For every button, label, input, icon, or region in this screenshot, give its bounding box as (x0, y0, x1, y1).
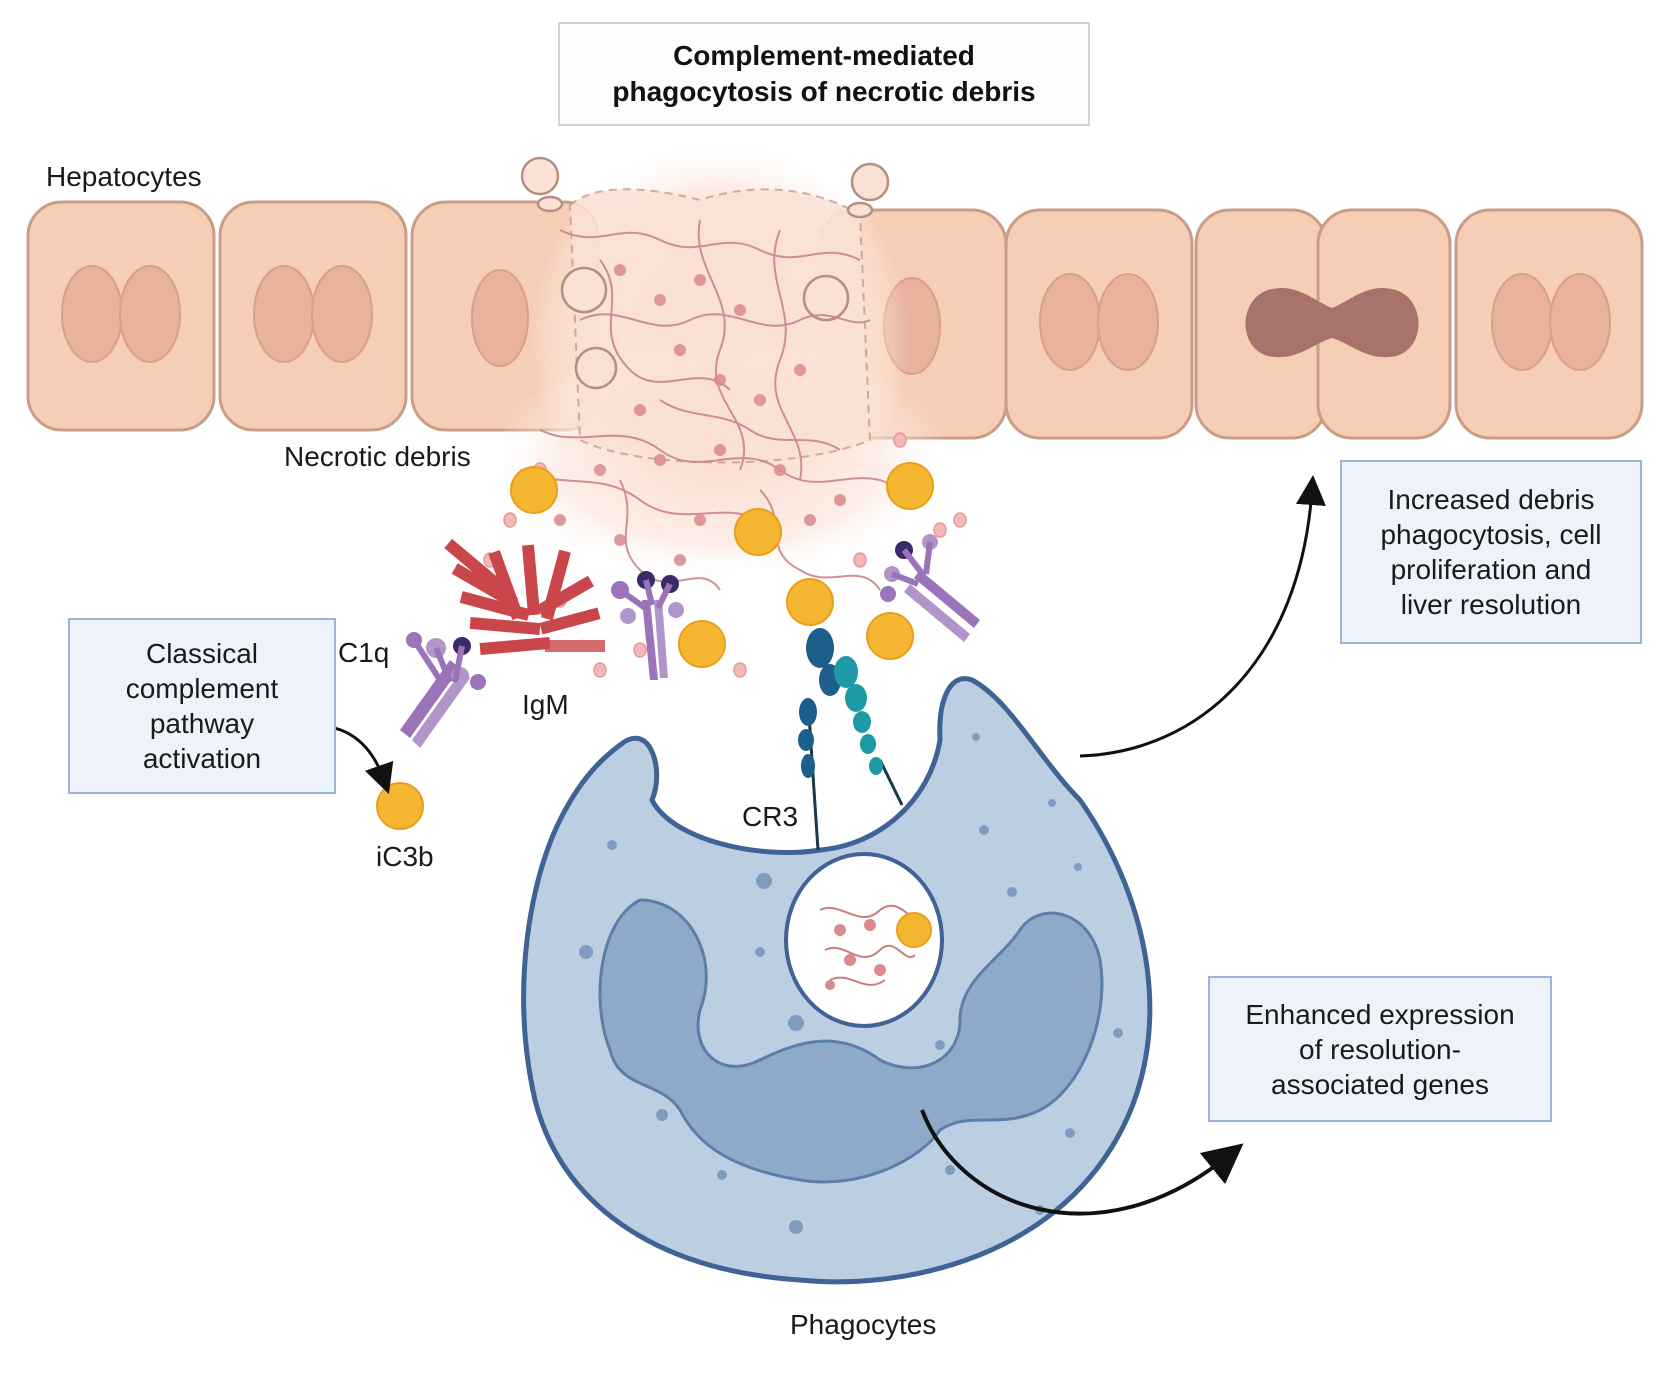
nucleus (311, 265, 373, 363)
c1q-molecule (611, 571, 684, 680)
ic3b-particle (866, 612, 914, 660)
label-necrotic-debris: Necrotic debris (284, 441, 471, 472)
phagosome (784, 852, 944, 1028)
nucleus (253, 265, 315, 363)
label-igm: IgM (522, 689, 569, 720)
membrane-bleb (802, 274, 850, 322)
membrane-bleb (850, 162, 890, 202)
nucleus (61, 265, 123, 363)
label-ic3b: iC3b (376, 841, 434, 872)
nucleus (1549, 273, 1611, 371)
gene-expression-arrow (920, 1109, 1244, 1216)
cytoplasm-granules (579, 733, 1123, 1234)
diagram-title: Complement-mediated phagocytosis of necr… (558, 22, 1090, 126)
ic3b-particle (376, 782, 424, 830)
dividing-nucleus (1245, 287, 1419, 358)
necrotic-debris-region (483, 130, 967, 678)
ic3b-particle (678, 620, 726, 668)
igm-molecule (444, 538, 605, 656)
membrane-bleb (520, 156, 560, 196)
membrane-bleb (560, 266, 608, 314)
membrane-bleb (574, 346, 618, 390)
membrane-bleb (536, 195, 564, 213)
nucleus (119, 265, 181, 363)
label-cr3: CR3 (742, 801, 799, 832)
c1q-molecule (400, 632, 486, 748)
classical-pathway-box: Classical complement pathway activation (68, 618, 336, 794)
phagocyte-cell (521, 676, 1153, 1285)
ic3b-particles (376, 462, 934, 830)
increased-phagocytosis-text: Increased debris phagocytosis, cell prol… (1380, 484, 1602, 620)
debris-fibers (519, 219, 901, 591)
label-phagocytes: Phagocytes (790, 1309, 937, 1340)
nucleus (1097, 273, 1159, 371)
increased-phagocytosis-box: Increased debris phagocytosis, cell prol… (1340, 460, 1642, 644)
enhanced-expression-text: Enhanced expression of resolution- assoc… (1245, 998, 1515, 1100)
ic3b-particle (510, 466, 558, 514)
resolution-arrow (1079, 475, 1326, 758)
nucleus (1491, 273, 1553, 371)
nucleus (471, 269, 529, 367)
phagocyte-nucleus (598, 898, 1104, 1184)
ic3b-particle (786, 578, 834, 626)
label-c1q: C1q (338, 637, 390, 668)
classical-pathway-text: Classical complement pathway activation (125, 638, 279, 774)
membrane-bleb (846, 201, 874, 219)
debris-droplets (483, 432, 967, 678)
c1q-molecule (880, 534, 980, 642)
diagram-title-text: Complement-mediated phagocytosis of necr… (612, 39, 1036, 107)
ic3b-particle (734, 508, 782, 556)
ic3b-particle (886, 462, 934, 510)
label-hepatocytes: Hepatocytes (46, 161, 202, 192)
enhanced-expression-box: Enhanced expression of resolution- assoc… (1208, 976, 1552, 1122)
cr3-receptor (798, 628, 904, 851)
nucleus (1039, 273, 1101, 371)
